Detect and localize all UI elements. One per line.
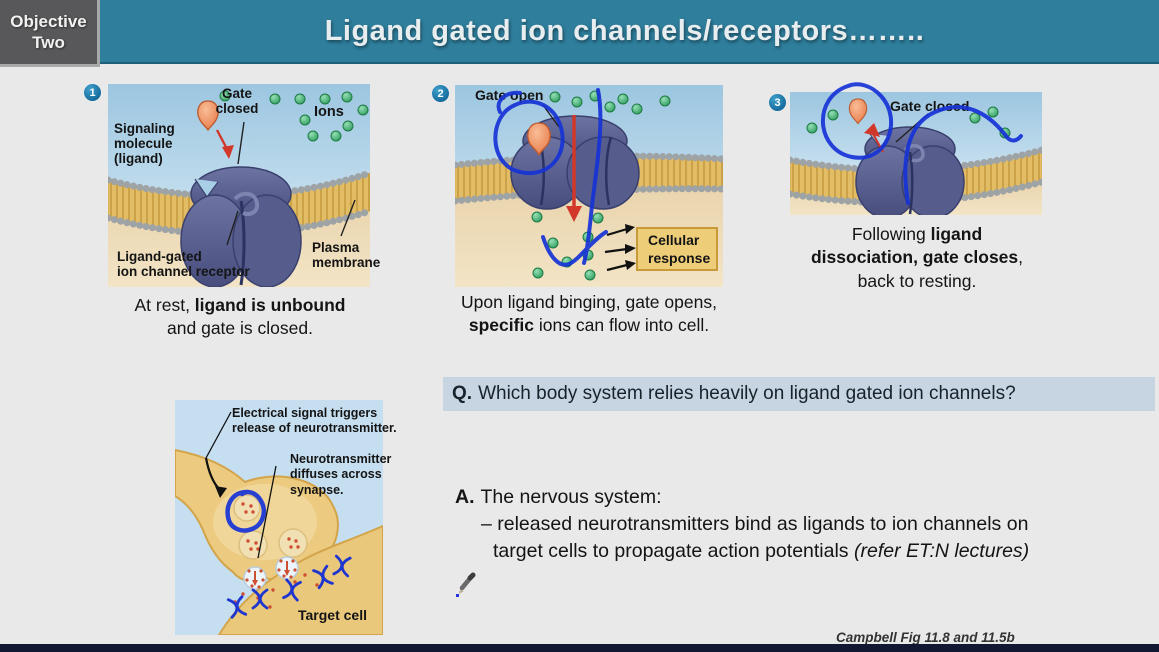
figure-credit: Campbell Fig 11.8 and 11.5b <box>836 630 1015 645</box>
label-pointer-lines <box>204 411 277 559</box>
ligand-molecule <box>197 100 219 132</box>
objective-line1: Objective <box>10 11 87 31</box>
pencil-cursor-icon[interactable] <box>450 568 482 602</box>
fig1-ions-label: Ions <box>314 104 344 120</box>
red-arrow-binding <box>215 129 234 159</box>
fig2-caption: Upon ligand binging, gate opens, specifi… <box>461 292 717 336</box>
red-arrow-ion-flow <box>566 115 582 222</box>
bottom-bar <box>0 644 1159 652</box>
answer-block: A.The nervous system: – released neurotr… <box>455 484 1155 565</box>
fig3-gate-closed-label: Gate closed <box>890 98 970 114</box>
label-pointer-lines <box>226 121 356 246</box>
question-text: Which body system relies heavily on liga… <box>478 383 1016 404</box>
fig2-cellular-response-label: Cellular response <box>648 232 711 266</box>
postsynaptic-target-cell <box>217 524 383 635</box>
step-2-number: 2 <box>437 87 444 100</box>
figure1-channel-closed-diagram <box>108 84 370 287</box>
answer-line2: – released neurotransmitters bind as lig… <box>481 512 1029 535</box>
black-arrows-response <box>604 224 636 272</box>
ions-group <box>219 90 369 142</box>
answer-line1: A.The nervous system: <box>455 486 662 508</box>
objective-tab[interactable]: Objective Two <box>0 0 100 67</box>
fig1-caption: At rest, ligand is unbound and gate is c… <box>134 295 346 339</box>
synapse-neurotransmitter-label: Neurotransmitter diffuses across synapse… <box>290 452 392 497</box>
fig3-caption: Following ligand dissociation, gate clos… <box>810 224 1024 291</box>
synapse-electrical-signal-label: Electrical signal triggers release of ne… <box>232 406 397 436</box>
fig1-signaling-molecule-label: Signaling molecule (ligand) <box>114 121 175 167</box>
step-3-number: 3 <box>774 96 781 109</box>
cytoplasm-background <box>790 180 1042 215</box>
fig1-gate-closed-label: Gate closed <box>215 86 259 117</box>
slide-header: Ligand gated ion channels/receptors…….. <box>0 0 1159 64</box>
slide-title: Ligand gated ion channels/receptors…….. <box>324 14 925 47</box>
objective-line2: Two <box>32 33 65 52</box>
answer-line3: target cells to propagate action potenti… <box>493 539 1030 562</box>
fig2-gate-open-label: Gate open <box>475 87 544 103</box>
step-3-badge: 3 <box>769 94 786 111</box>
red-release-arrows <box>252 561 290 586</box>
question-label: Q. <box>452 383 473 404</box>
receptor-proteins <box>226 554 352 619</box>
cellular-response-box <box>636 227 718 271</box>
question-highlight: Q. Which body system relies heavily on l… <box>443 377 1155 411</box>
ion-channel-receptor-closed <box>180 166 302 287</box>
step-1-number: 1 <box>89 86 96 99</box>
fig1-plasma-membrane-label: Plasma membrane <box>312 240 381 271</box>
fig1-receptor-label: Ligand-gated ion channel receptor <box>117 249 250 280</box>
step-2-badge: 2 <box>432 85 449 102</box>
synapse-target-cell-label: Target cell <box>298 607 367 623</box>
step-1-badge: 1 <box>84 84 101 101</box>
ion-channel-receptor-closed <box>855 126 965 215</box>
